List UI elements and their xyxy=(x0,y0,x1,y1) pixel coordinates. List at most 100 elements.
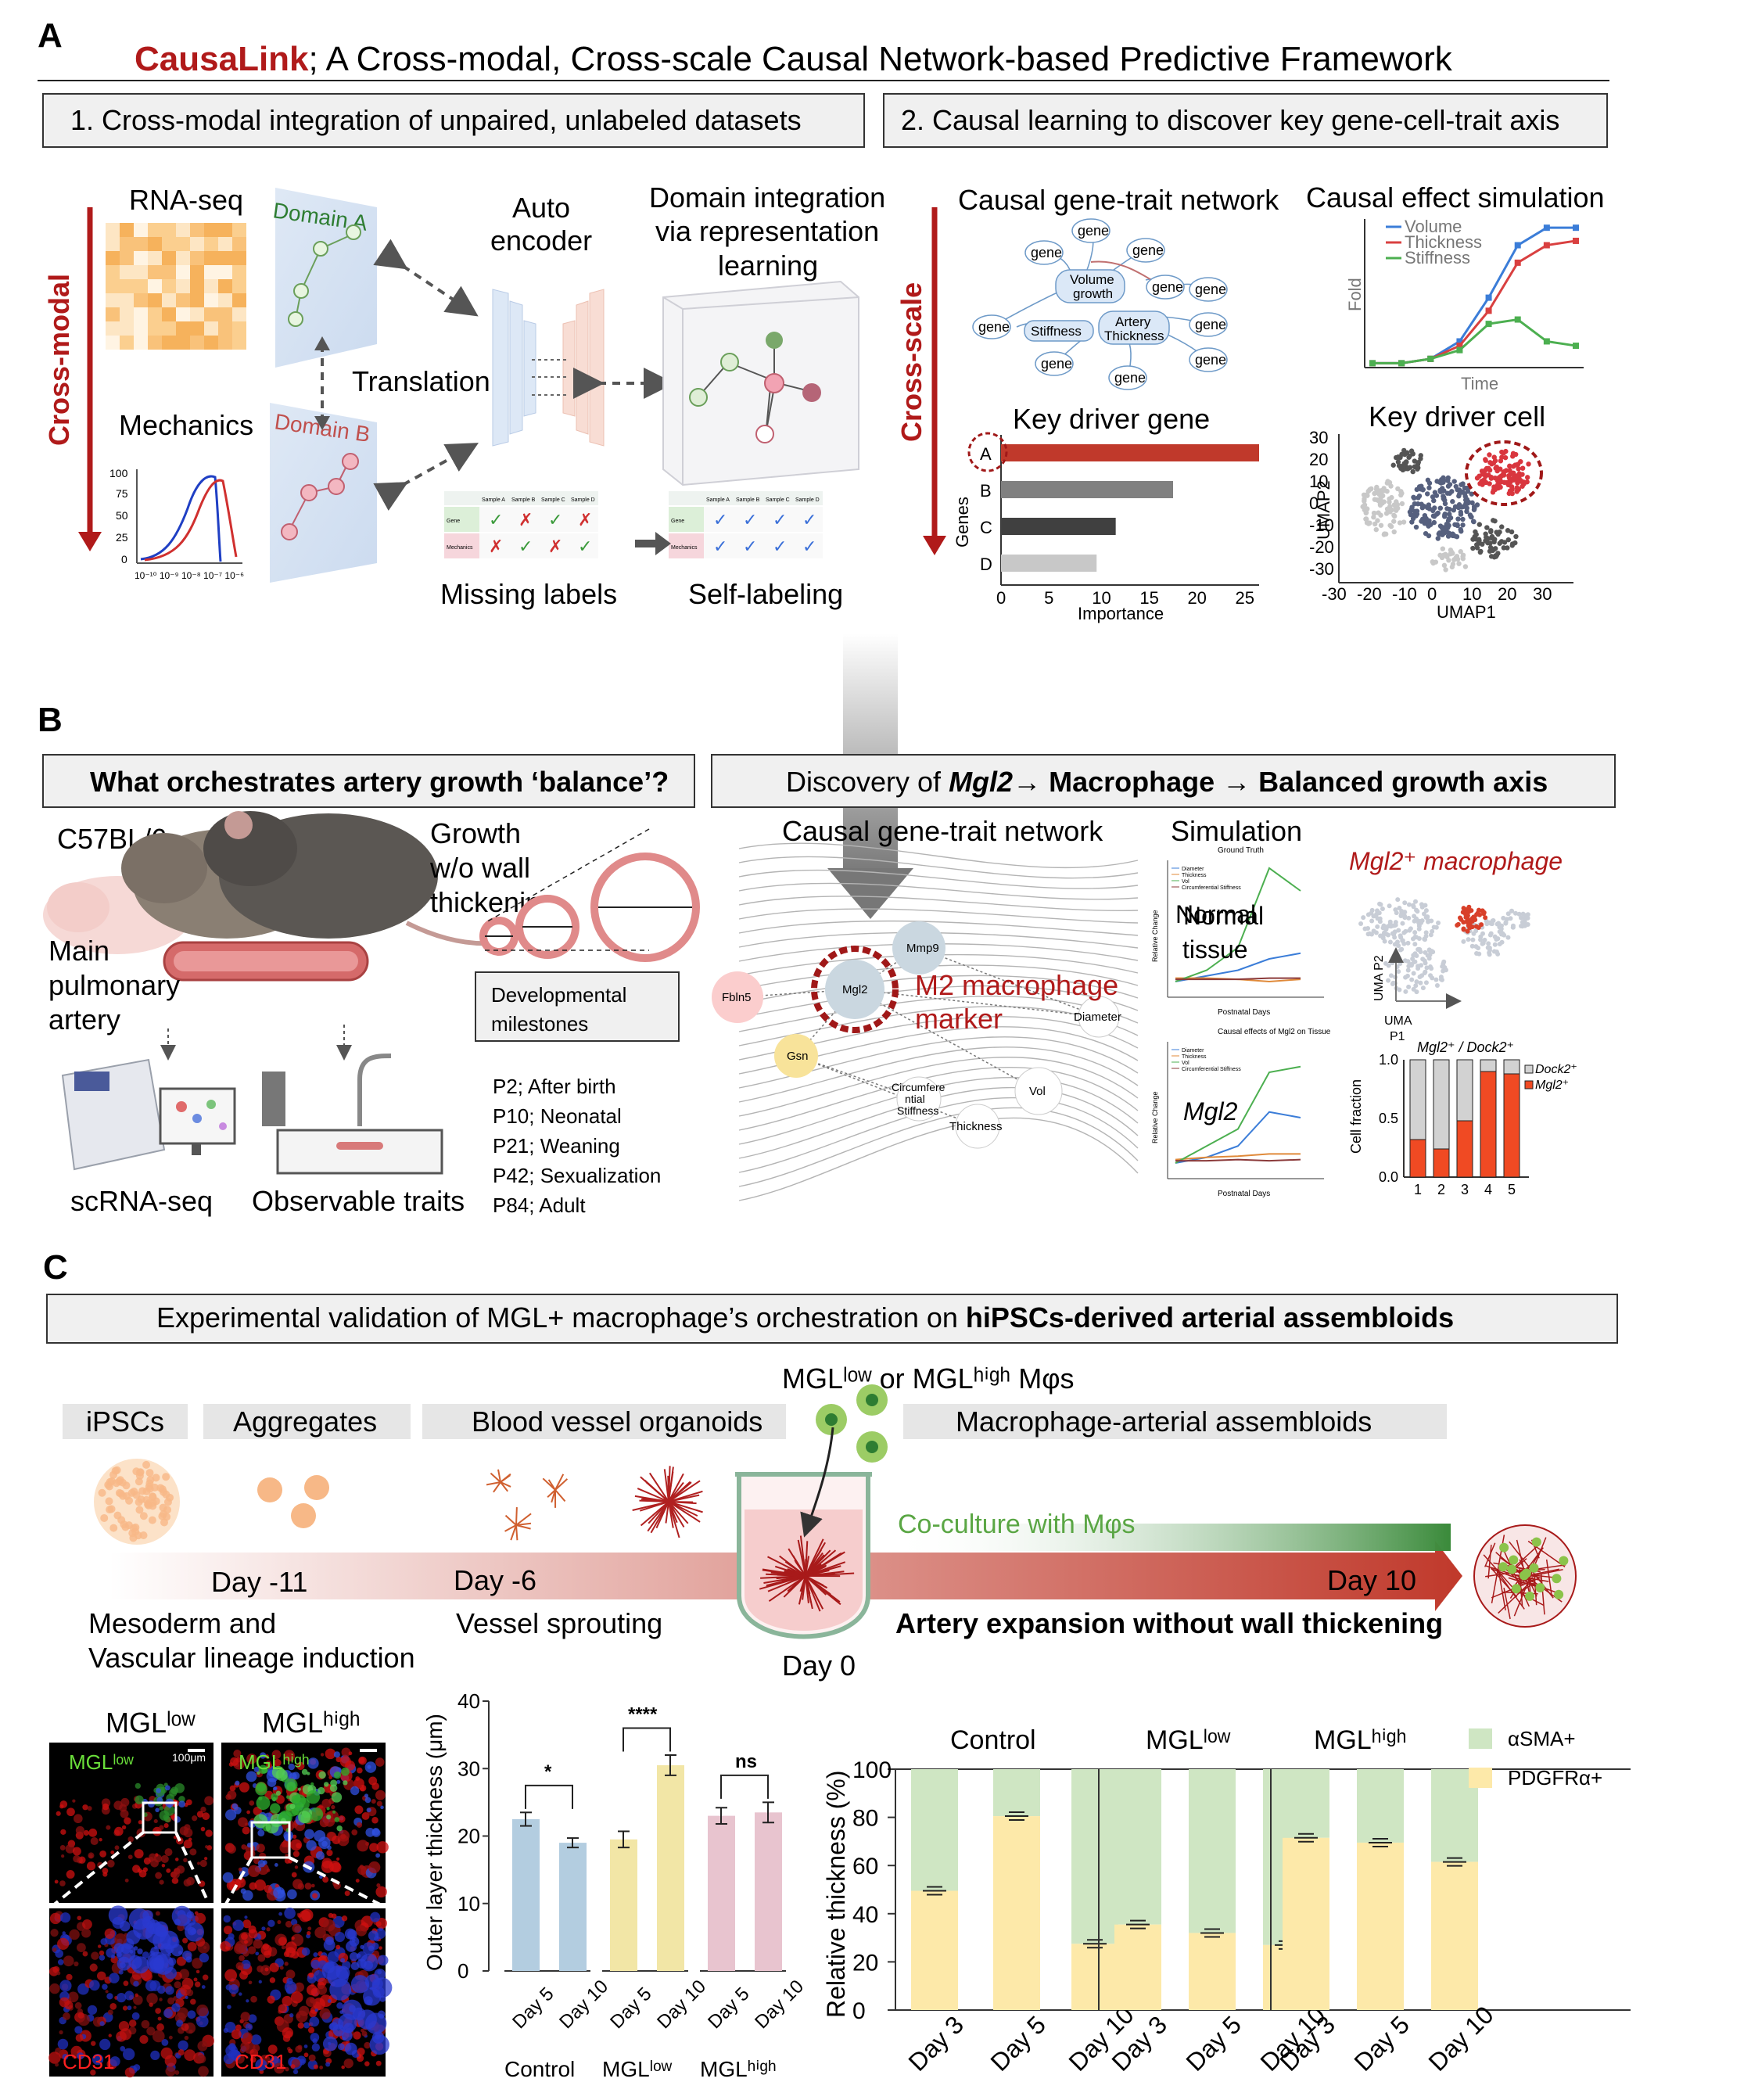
ipsc-cell xyxy=(113,1466,121,1474)
micro-blob xyxy=(185,1956,192,1963)
umap-point xyxy=(1414,486,1419,493)
micro-blob xyxy=(256,1782,267,1792)
umap-point xyxy=(1503,468,1509,473)
micro-blob xyxy=(233,1750,242,1758)
micro-blob xyxy=(127,1836,135,1843)
micro-blob xyxy=(366,1807,371,1813)
table-mark: ✗ xyxy=(578,510,592,529)
stage-ipsc: iPSCs xyxy=(86,1405,164,1438)
umap-point xyxy=(1374,484,1380,490)
umap-b-point xyxy=(1422,958,1427,964)
micro-blob xyxy=(249,1800,255,1806)
network-curve xyxy=(738,920,1139,936)
micro-blob xyxy=(106,1947,116,1958)
table-row-label-bg xyxy=(669,507,704,532)
gene-node-label: gene xyxy=(1195,317,1226,332)
micro-blob xyxy=(238,1817,248,1828)
heatmap-cell xyxy=(134,237,148,251)
micro-blob xyxy=(307,2026,315,2034)
sprout-branch xyxy=(668,1501,678,1524)
micro-blob xyxy=(232,1919,244,1931)
micro-blob xyxy=(368,1945,375,1951)
umap-point xyxy=(1451,479,1457,484)
micro-blob xyxy=(331,1804,335,1810)
umap-b-point xyxy=(1417,975,1423,980)
micro-blob xyxy=(307,1926,312,1931)
dock-bar-mgl2 xyxy=(1503,1073,1520,1178)
micro-blob xyxy=(152,2030,165,2043)
micro-blob xyxy=(254,1879,266,1891)
micro-blob xyxy=(375,1789,386,1800)
umap-point xyxy=(1437,505,1444,511)
micro-blob xyxy=(200,1806,206,1813)
micro-blob xyxy=(114,1845,120,1851)
micro-blob xyxy=(77,1915,82,1921)
umap-b-point xyxy=(1369,907,1375,913)
micro-blob xyxy=(271,1793,278,1801)
rel-group-label: Control xyxy=(950,1725,1036,1755)
umap-point xyxy=(1383,511,1390,516)
umap-b-point xyxy=(1412,930,1418,935)
umap-point xyxy=(1371,515,1376,520)
umap-point xyxy=(1418,486,1424,492)
significance-label: * xyxy=(544,1761,552,1782)
heatmap-cell xyxy=(148,265,162,279)
table-row-label: Mechanics xyxy=(671,545,698,551)
micro-blob xyxy=(235,1962,244,1970)
umap-b-point xyxy=(1394,910,1399,916)
stiffness-node-label: Stiffness xyxy=(1031,324,1082,339)
thickness-bar xyxy=(559,1843,587,1971)
umap-b-point xyxy=(1422,936,1427,942)
sim-title: Ground Truth xyxy=(1218,846,1264,855)
umap-point xyxy=(1513,533,1519,540)
micro-blob xyxy=(239,1955,245,1962)
micro-blob xyxy=(301,1947,310,1956)
network-node xyxy=(1078,996,1120,1038)
umap-b-point xyxy=(1383,932,1389,937)
rel-bar-asma xyxy=(993,1769,1040,1817)
umap-b-point xyxy=(1387,921,1393,927)
micro-blob xyxy=(352,2007,366,2021)
umap-point xyxy=(1419,516,1426,522)
table-row-bg xyxy=(704,507,823,532)
micro-blob xyxy=(308,2054,316,2062)
assembloid-vessel xyxy=(1484,1542,1496,1567)
stage-aggregates-box xyxy=(203,1404,411,1439)
micro-blob xyxy=(185,1995,188,2000)
network-node xyxy=(712,971,763,1023)
dock-category: 1 xyxy=(1414,1182,1422,1197)
micro-blob xyxy=(200,1826,206,1832)
b-causal-network: Fbln5Mgl2Mmp9GsnDiameterVolThicknessCirc… xyxy=(712,842,1139,1201)
micro-blob xyxy=(90,1963,97,1970)
umap-point xyxy=(1363,510,1369,515)
rel-ytick: 40 xyxy=(852,1902,878,1928)
assembloid-macrophage xyxy=(1531,1537,1541,1547)
micro-blob xyxy=(182,1937,188,1944)
network-link xyxy=(918,947,1100,1018)
mech-ytick-75: 75 xyxy=(116,487,128,500)
umap-point xyxy=(1367,486,1372,493)
umap-point xyxy=(1404,459,1409,465)
micro-blob xyxy=(344,1890,350,1897)
micro-blob xyxy=(74,2001,82,2009)
micro-blob xyxy=(292,1834,297,1839)
effect-legend-label: Thickness xyxy=(1405,232,1482,252)
umap-point xyxy=(1509,471,1515,476)
table-row-bg xyxy=(479,507,598,532)
micro-blob xyxy=(306,1840,317,1851)
gene-node xyxy=(1071,218,1111,243)
micro-blob xyxy=(358,1784,362,1789)
micro-blob xyxy=(124,1817,131,1825)
umap-point xyxy=(1421,504,1427,509)
umap-b-point xyxy=(1403,989,1408,994)
umap-point xyxy=(1424,491,1430,497)
umap-b-point xyxy=(1465,928,1470,934)
umap-point xyxy=(1422,512,1428,519)
micro-blob xyxy=(289,2013,294,2018)
umap-point xyxy=(1407,465,1413,470)
umap-point xyxy=(1372,497,1378,502)
micro-blob xyxy=(327,1999,332,2003)
significance-label: **** xyxy=(628,1704,658,1725)
sprout-branch xyxy=(668,1501,685,1527)
